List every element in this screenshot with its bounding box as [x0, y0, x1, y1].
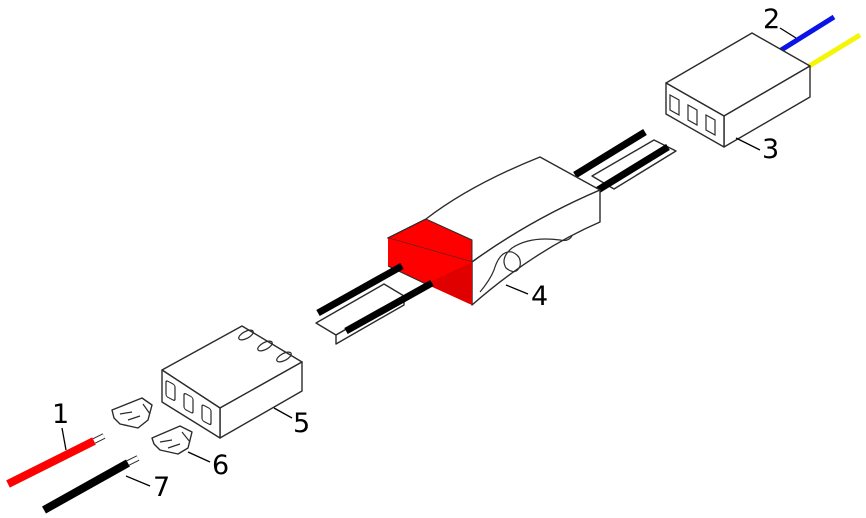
yellow-wire [804, 32, 862, 71]
sensor-wire [479, 235, 573, 293]
rear-lead-upper [573, 129, 647, 178]
label-wire-pair: 2 [763, 4, 780, 35]
wire-red [6, 433, 106, 488]
front-lead-upper [316, 262, 404, 317]
red-end-cap [386, 218, 473, 305]
connector-right [665, 14, 862, 148]
leader-lines [61, 27, 797, 487]
label-connector-left: 5 [293, 408, 310, 439]
label-heater-element: 4 [531, 281, 548, 312]
crimp-terminal-lower [151, 425, 193, 455]
heater-element [315, 129, 677, 345]
rear-lead-lower [596, 144, 670, 193]
label-connector-right: 3 [762, 134, 779, 165]
connector-left [161, 325, 303, 439]
blue-wire [776, 14, 836, 55]
label-wire-black: 7 [153, 472, 170, 503]
front-lead-lower [344, 279, 434, 335]
crimp-terminal-upper [111, 397, 153, 429]
label-wire-red: 1 [52, 399, 69, 430]
wire-black [42, 455, 140, 514]
label-crimp-terminal: 6 [212, 450, 229, 481]
